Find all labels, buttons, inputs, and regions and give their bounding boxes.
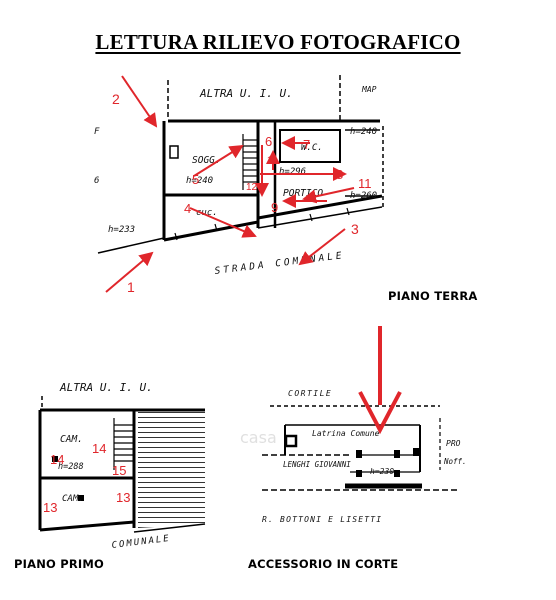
section-label-piano-primo: PIANO PRIMO (14, 557, 104, 571)
piano-terra-photo-arrows (105, 75, 355, 293)
altra-uiu-label: ALTRA U. I. U. (59, 381, 153, 394)
photo-number: 13 (116, 490, 130, 505)
room-cam-bottom-label: CAM. (62, 494, 84, 504)
piano-terra-labels: ALTRA U. I. U. MAP SOGG. h=240 cuc. W.C.… (94, 85, 377, 277)
edge-mark-f: F (94, 127, 100, 137)
accessorio-plan (262, 405, 460, 491)
photo-number: 6 (265, 134, 272, 149)
photo-number: 14 (92, 441, 106, 456)
photo-number: 15 (112, 463, 126, 478)
watermark: casa (240, 428, 277, 447)
proprieta-label: PRO (446, 439, 461, 448)
room-cucina-label: cuc. (196, 208, 218, 218)
left-wall-height: h=233 (108, 225, 135, 235)
photo-number: 12 (246, 182, 258, 193)
photo-number: 14 (50, 452, 64, 467)
room-wc-label: W.C. (301, 143, 323, 153)
accessorio-labels: CORTILE Latrina Comune PRO LENGHI GIOVAN… (262, 389, 467, 524)
cortile-label: CORTILE (288, 389, 332, 398)
accessorio-photo-arrow (358, 326, 402, 435)
arrow-5 (193, 144, 244, 177)
room-sogg-height: h=240 (186, 176, 213, 186)
photo-number: 7 (303, 137, 310, 152)
portico-top-height: h=296 (279, 167, 306, 177)
edge-mark-6: 6 (94, 176, 99, 186)
lenghi-giovanni-label: LENGHI GIOVANNI (283, 460, 351, 469)
latrina-comune-label: Latrina Comune (312, 429, 380, 438)
strada-comunale-label: STRADA COMUNALE (214, 250, 345, 277)
photo-number: 10 (267, 155, 277, 165)
section-label-piano-terra: PIANO TERRA (388, 289, 478, 303)
page-title: LETTURA RILIEVO FOTOGRAFICO (95, 30, 461, 54)
noff-label: Noff. (443, 457, 467, 466)
photo-number: 2 (112, 91, 120, 107)
photo-number: 11 (358, 176, 372, 191)
arrow-2 (121, 75, 158, 128)
altra-uiu-label: ALTRA U. I. U. (199, 87, 293, 100)
room-sogg-label: SOGG. (192, 155, 221, 166)
photo-number: 5 (192, 172, 199, 187)
photo-number: 1 (127, 279, 135, 295)
arrow-11 (302, 187, 355, 204)
photo-number: 8 (336, 167, 343, 182)
bottoni-lisetti-label: R. BOTTONI E LISETTI (262, 515, 382, 524)
latrina-height: h=230 (370, 467, 394, 476)
piano-terra-photo-numbers: 1 2 3 4 5 6 7 8 9 10 11 12 (112, 91, 372, 295)
piano-primo-photo-numbers: 14 14 15 13 13 (43, 441, 130, 515)
wc-height: h=240 (350, 127, 377, 137)
section-label-accessorio: ACCESSORIO IN CORTE (248, 557, 399, 571)
comunale-label: COMUNALE (111, 534, 171, 551)
photo-number: 13 (43, 500, 57, 515)
room-cam-top-label: CAM. (60, 434, 83, 445)
arrow-1 (105, 251, 154, 293)
photo-number: 3 (351, 221, 359, 237)
portico-height: h=260 (350, 191, 377, 201)
arrow-3 (298, 228, 346, 266)
photo-number: 9 (271, 200, 278, 215)
room-portico-label: PORTICO (283, 188, 323, 199)
piano-terra-plan (97, 75, 384, 254)
map-label: MAP (361, 85, 377, 94)
arrow-4 (189, 207, 257, 238)
hatched-roof-area (138, 410, 205, 528)
room-cam-height: h=288 (58, 462, 84, 472)
photo-number: 4 (184, 201, 191, 216)
accessorio-pillars (356, 448, 419, 477)
